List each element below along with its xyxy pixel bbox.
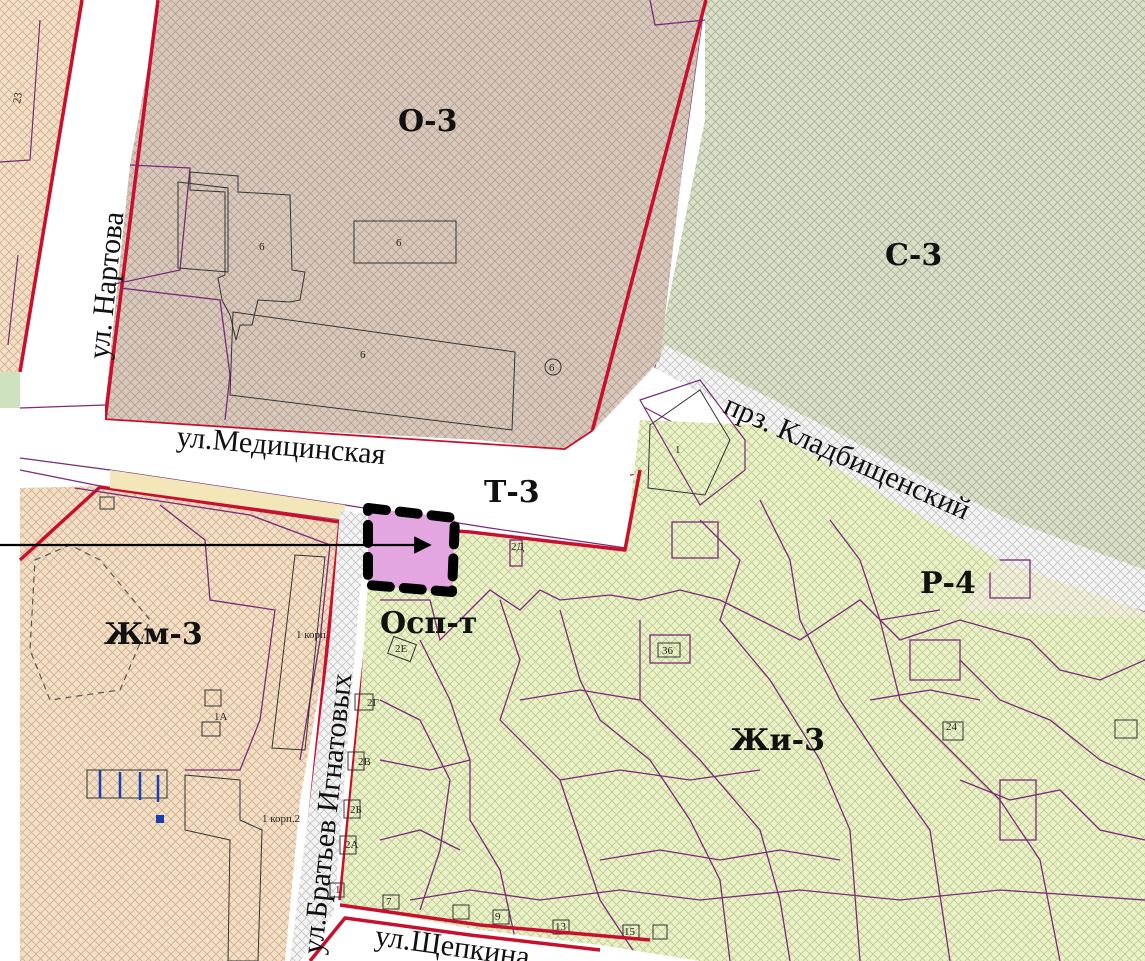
- lot-1-korp2: 1 корп.2: [262, 813, 300, 825]
- lot-number-6a: 6: [259, 241, 265, 253]
- lot-15: 15: [624, 926, 636, 938]
- lot-13: 13: [555, 921, 567, 933]
- lot-number-6d: 6: [549, 362, 555, 374]
- lot-1-korp: 1 корп.: [296, 629, 329, 641]
- lot-number-1: 1: [675, 444, 681, 456]
- lot-number-6b: 6: [396, 237, 402, 249]
- lot-36: 36: [662, 645, 674, 657]
- lot-number-6c: 6: [360, 349, 366, 361]
- lot-2a: 2А: [345, 839, 359, 851]
- zone-o3[interactable]: [103, 0, 708, 452]
- building-complex-6: [177, 171, 516, 431]
- highlighted-parcel-osp[interactable]: [363, 503, 460, 597]
- zone-label-t3: Т-3: [484, 475, 540, 510]
- lot-2e: 2Е: [395, 643, 408, 655]
- lot-7: 7: [386, 896, 392, 908]
- lot-9: 9: [495, 911, 501, 923]
- lot-24: 24: [946, 721, 958, 733]
- zone-label-osp: Осп-т: [380, 606, 477, 641]
- lot-2b: 2Б: [350, 804, 362, 816]
- zone-label-zhm3: Жм-3: [104, 617, 203, 652]
- zone-label-s3: С-3: [885, 238, 942, 273]
- lot-1a: 1А: [214, 711, 228, 723]
- lot-2v: 2В: [358, 756, 371, 768]
- zone-zhm3[interactable]: [18, 470, 345, 961]
- zone-label-r4: Р-4: [920, 566, 976, 601]
- zone-zhi3[interactable]: [329, 379, 1145, 961]
- lot-number-23: 23: [11, 91, 25, 104]
- zone-label-zhi3: Жи-3: [730, 723, 825, 758]
- road-shchepkina: [300, 903, 700, 961]
- zone-left-residential[interactable]: [0, 0, 84, 408]
- lot-1b: 1: [335, 884, 341, 896]
- zone-label-o3: О-3: [398, 104, 457, 139]
- lot-2d: 2Д: [511, 541, 525, 553]
- lot-2g: 2Г: [367, 697, 379, 709]
